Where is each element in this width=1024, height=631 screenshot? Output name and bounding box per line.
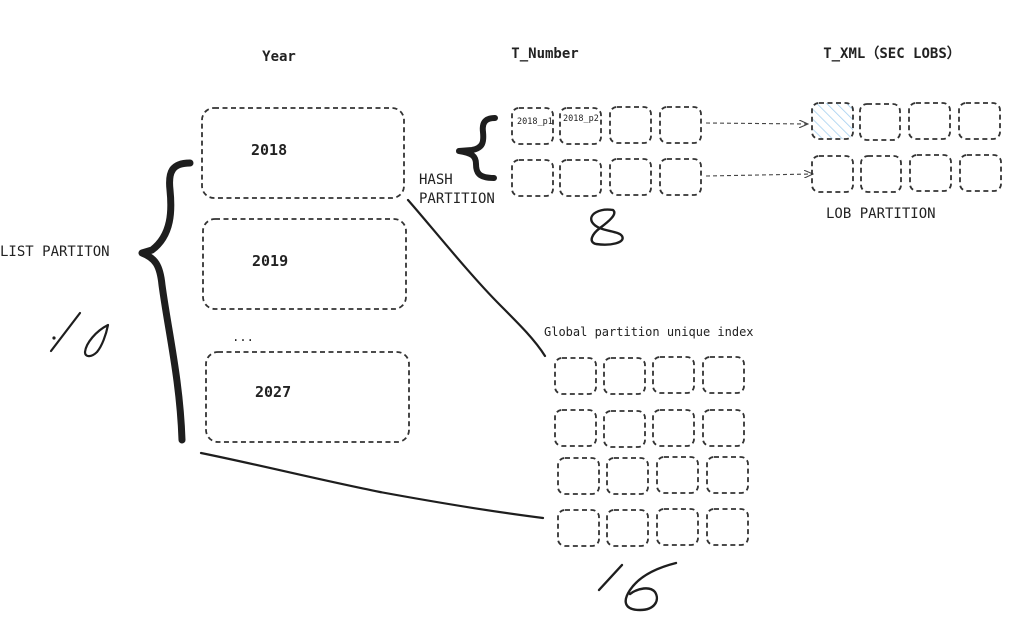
t-number-partition-grid: 2018_p1 2018_p2 bbox=[511, 106, 702, 197]
year-header: Year bbox=[262, 49, 296, 65]
index-cell bbox=[603, 357, 646, 395]
index-cell bbox=[656, 508, 699, 546]
t-number-header: T_Number bbox=[511, 46, 578, 62]
index-cell bbox=[652, 356, 695, 394]
lob-arrow-row-1 bbox=[705, 123, 808, 124]
years-ellipsis: ... bbox=[232, 330, 254, 344]
year-label: 2018 bbox=[251, 141, 287, 159]
list-partition-label: LIST PARTITON bbox=[0, 244, 110, 260]
lob-arrow-row-2 bbox=[705, 174, 813, 176]
lob-cell bbox=[909, 154, 952, 192]
handwritten-hash-count bbox=[590, 208, 624, 246]
t-number-cell bbox=[511, 107, 554, 145]
index-cell bbox=[702, 356, 745, 394]
handwritten-list-count bbox=[49, 311, 110, 358]
year-label: 2019 bbox=[252, 252, 288, 270]
t-number-cell bbox=[609, 158, 652, 196]
year-box bbox=[201, 107, 405, 199]
t-number-cell bbox=[609, 106, 652, 144]
t-number-cell bbox=[559, 159, 602, 197]
global-index-grid bbox=[554, 356, 749, 547]
index-cell bbox=[652, 409, 695, 447]
index-cell bbox=[557, 509, 600, 547]
index-cell bbox=[606, 509, 649, 547]
t-number-cell-label: 2018_p2 bbox=[563, 114, 599, 124]
lob-partition-label: LOB PARTITION bbox=[826, 206, 936, 222]
index-cell bbox=[706, 508, 749, 546]
lob-cell bbox=[811, 155, 854, 193]
t-xml-header: T_XML（SEC LOBS） bbox=[823, 46, 961, 62]
t-number-cell bbox=[511, 159, 554, 197]
index-cell bbox=[702, 409, 745, 447]
hash-partition-brace bbox=[456, 115, 498, 181]
index-cell bbox=[606, 457, 649, 495]
lob-cell bbox=[860, 155, 902, 193]
year-box bbox=[205, 351, 410, 443]
index-cell bbox=[554, 409, 597, 447]
lob-partition-grid bbox=[811, 102, 1002, 193]
lob-cell bbox=[959, 154, 1002, 192]
list-partition-brace bbox=[138, 159, 194, 444]
index-cell bbox=[656, 456, 699, 494]
lob-cell bbox=[958, 102, 1001, 140]
global-index-label: Global partition unique index bbox=[544, 325, 754, 339]
index-cell bbox=[603, 410, 646, 448]
t-number-cell-label: 2018_p1 bbox=[517, 117, 553, 127]
lob-cell bbox=[859, 103, 901, 141]
connector-2018-to-index bbox=[406, 198, 547, 358]
hash-partition-label-line2: PARTITION bbox=[419, 191, 495, 207]
lob-cell-highlight bbox=[812, 103, 853, 139]
year-partition-2027: 2027 bbox=[205, 351, 410, 443]
year-label: 2027 bbox=[255, 383, 291, 401]
lob-cell bbox=[811, 102, 854, 140]
year-box bbox=[202, 218, 407, 310]
year-partition-2019: 2019 bbox=[202, 218, 407, 310]
t-number-cell bbox=[659, 158, 702, 196]
handwritten-index-count bbox=[597, 561, 678, 612]
t-number-cell bbox=[659, 106, 702, 144]
year-partition-2018: 2018 bbox=[201, 107, 405, 199]
index-cell bbox=[557, 457, 600, 495]
index-cell bbox=[706, 456, 749, 494]
connector-2027-to-index bbox=[199, 451, 545, 520]
index-cell bbox=[554, 357, 597, 395]
hash-partition-label-line1: HASH bbox=[419, 172, 453, 188]
t-number-cell bbox=[559, 107, 602, 145]
lob-cell bbox=[908, 102, 951, 140]
